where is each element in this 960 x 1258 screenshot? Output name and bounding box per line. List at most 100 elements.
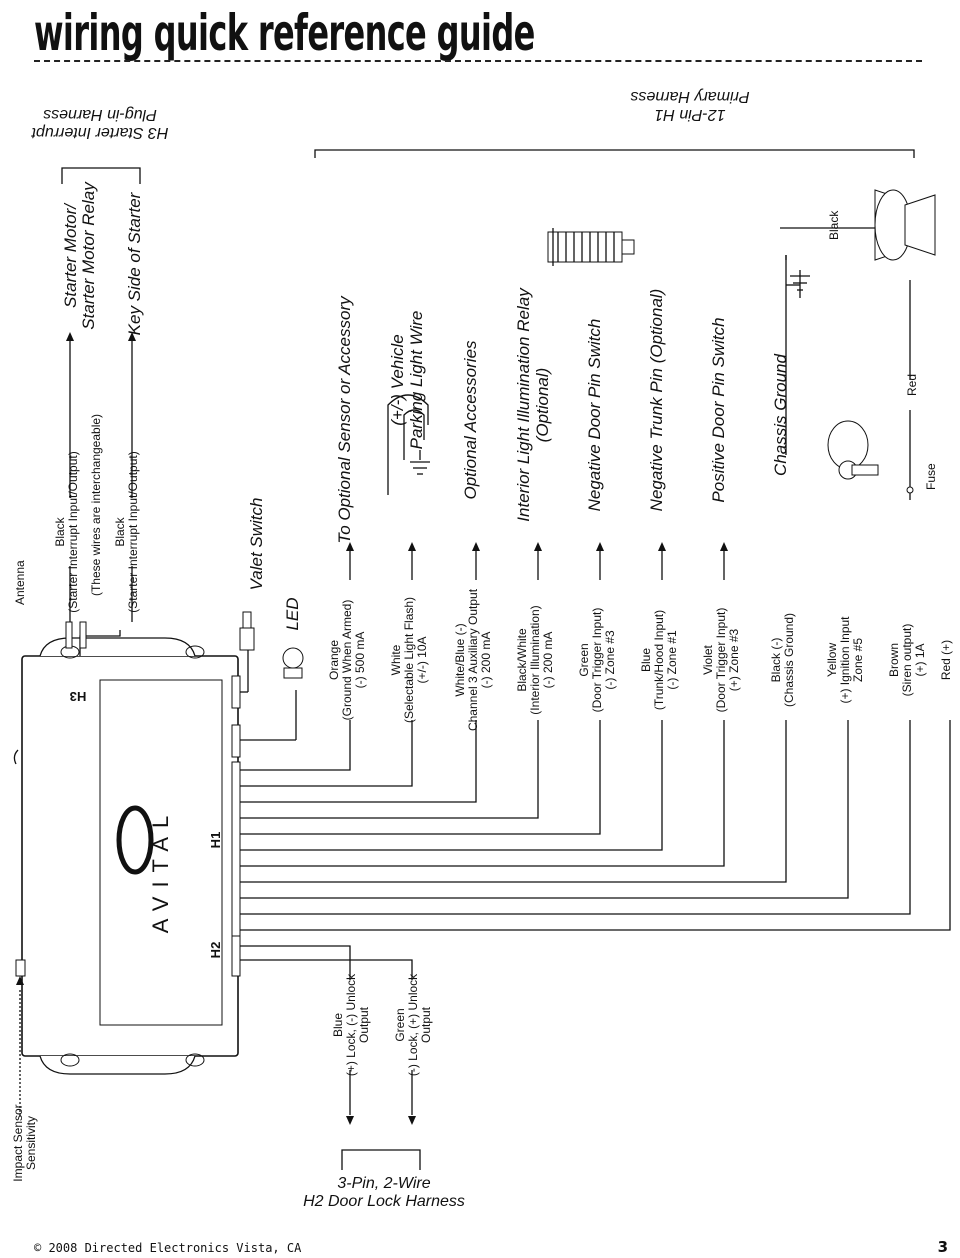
module-tab-top — [39, 637, 196, 657]
h1-wire-label-6: Violet(Door Trigger Input)(+) Zone #3 — [701, 608, 741, 713]
h1-dest-3: Interior Light Illumination Relay(Option… — [514, 287, 552, 522]
connector-h1-label: H1 — [208, 832, 223, 849]
h1-wire-label-8-line: Zone #5 — [851, 638, 865, 682]
h1-wire-label-3-line: (Interior Illumination) — [528, 605, 542, 714]
h3-arrow1 — [66, 332, 74, 341]
h2-harness-title-line: 3-Pin, 2-Wire — [337, 1175, 430, 1192]
h1-harness-title-line: Primary Harness — [630, 88, 749, 105]
h1-wire-label-6-line: (+) Zone #3 — [727, 628, 741, 691]
orange-sensor-icon — [403, 409, 425, 460]
h1-dest-2: Optional Accessories — [461, 340, 480, 500]
h2-wire-1 — [240, 959, 413, 980]
h1-wire-4 — [240, 720, 601, 835]
h3-harness-title-line: H3 Starter Interrupt — [31, 124, 169, 141]
led-label-line: LED — [283, 597, 302, 630]
h2-wire-label-0-line: Output — [357, 1006, 371, 1043]
connector-h3-label: H3 — [70, 689, 87, 704]
h1-wire-label-6-line: (Door Trigger Input) — [714, 608, 728, 713]
h3-harness-title-line: Plug-in Harness — [43, 106, 157, 123]
valet-switch-label-line: Valet Switch — [247, 498, 266, 591]
h1-dest-3-line: Interior Light Illumination Relay — [514, 287, 533, 522]
mount-hole-icon — [60, 1053, 80, 1067]
footer-copyright: © 2008 Directed Electronics Vista, CA — [34, 1241, 302, 1255]
h1-arrow-5 — [658, 542, 666, 551]
antenna-label: Antenna — [13, 560, 27, 605]
h1-arrow-4 — [596, 542, 604, 551]
h1-wire-8 — [240, 720, 849, 899]
h1-wire-2 — [240, 720, 477, 803]
mount-hole-icon — [185, 645, 205, 659]
h2-wire-label-1-line: Output — [419, 1006, 433, 1043]
h1-wire-label-2-line: White/Blue (-) — [453, 623, 467, 696]
ignition-key-blade-icon — [851, 464, 879, 476]
h2-wire-label-1-line: (-) Lock, (+) Unlock — [406, 973, 420, 1076]
h1-dest-0-line: To Optional Sensor or Accessory — [335, 295, 354, 544]
h2-wire-0 — [240, 945, 351, 980]
h1-dest-6-line: Positive Door Pin Switch — [709, 317, 728, 502]
h1-wire-label-6-line: Violet — [701, 644, 715, 674]
h1-wire-label-9-line: (+) 1A — [913, 643, 927, 676]
h1-dest-0: To Optional Sensor or Accessory — [335, 295, 354, 544]
h1-dest-7-line: Chassis Ground — [771, 354, 790, 476]
h1-arrow-3 — [534, 542, 542, 551]
valet-switch-label: Valet Switch — [247, 498, 266, 591]
h1-wire-label-1-line: (+/-) 10A — [415, 636, 429, 683]
h1-wire-label-0: Orange(Ground When Armed)(-) 500 mA — [327, 600, 367, 721]
h1-title-bracket — [314, 149, 915, 158]
h1-wire-label-0-line: (-) 500 mA — [353, 632, 367, 689]
h1-dest-4: Negative Door Pin Switch — [585, 319, 604, 512]
h3-wire1-label-line: (Starter Interrupt Input/Output) — [66, 451, 80, 612]
impact-sensor-label-line: Sensitivity — [24, 1116, 38, 1170]
h3-wire2-label-line: Black — [113, 516, 127, 546]
module-tab-bottom — [39, 1055, 196, 1075]
h1-dest-5-line: Negative Trunk Pin (Optional) — [647, 289, 666, 512]
avital-logo — [116, 805, 154, 875]
h1-wire-label-1-line: (Selectable Light Flash) — [402, 597, 416, 723]
page-number: 3 — [937, 1238, 948, 1256]
h3-plug-icon — [65, 621, 73, 649]
impact-sensor-label-line: Impact Sensor — [11, 1104, 25, 1181]
h1-wire-1 — [240, 720, 413, 787]
h1-wire-label-8-line: (+) Ignition Input — [838, 616, 852, 704]
valet-switch-button-icon — [242, 611, 252, 629]
h1-wire-label-3: Black/White(Interior Illumination)(-) 20… — [515, 605, 555, 714]
valet-switch-icon — [239, 627, 255, 651]
h1-wire-label-7: Black (-)(Chassis Ground) — [769, 613, 796, 707]
logo-swoosh-icon — [116, 805, 154, 875]
h1-arrow-6 — [720, 542, 728, 551]
orange-sensor-icon — [387, 394, 429, 485]
page-title: wiring quick reference guide — [34, 4, 535, 62]
h1-wire-label-7-line: Black (-) — [769, 638, 783, 683]
valet-connector — [231, 675, 241, 709]
h3-note-line: (These wires are interchangeable) — [89, 414, 103, 596]
h1-wire-5 — [240, 720, 663, 851]
h1-wire-label-2-line: Channel 3 Auxiliary Output — [466, 588, 480, 731]
h1-wire-label-7-line: (Chassis Ground) — [782, 613, 796, 707]
h1-dest-1-line: Parking Light Wire — [407, 311, 426, 450]
starter-motor-dest-line: Starter Motor Relay — [79, 181, 98, 330]
fuse-terminal-icon — [906, 486, 914, 494]
h2-wire-label-1-line: Green — [393, 1008, 407, 1041]
brand-name: AVITAL — [148, 807, 173, 934]
led-icon — [282, 647, 304, 669]
h1-wire-label-2-line: (-) 200 mA — [479, 632, 493, 689]
h1-dest-1-line: (+/-) Vehicle — [388, 334, 407, 425]
h1-wire-10 — [240, 720, 951, 931]
crop-mask — [0, 1211, 960, 1215]
h1-dest-3-line: (Optional) — [533, 368, 552, 443]
h1-wire-label-0-line: Orange — [327, 640, 341, 680]
module-label-panel — [99, 679, 223, 1026]
h3-wire1-label-line: Black — [53, 516, 67, 546]
door-pin-switch-icon — [547, 231, 623, 263]
h2-harness-title-line: H2 Door Lock Harness — [303, 1193, 465, 1210]
h1-wire-label-5-line: (Trunk/Hood Input) — [652, 610, 666, 710]
h1-wire-label-3-line: Black/White — [515, 628, 529, 692]
h1-dest-6: Positive Door Pin Switch — [709, 317, 728, 502]
led-label: LED — [283, 597, 302, 630]
connector-h2-label: H2 — [208, 942, 223, 959]
h2-wire-label-0-line: Blue — [331, 1013, 345, 1037]
h1-wire-label-5-line: Blue — [639, 648, 653, 672]
h1-wire-label-1-line: White — [389, 644, 403, 675]
starter-motor-dest-line: Starter Motor/ — [61, 202, 80, 308]
